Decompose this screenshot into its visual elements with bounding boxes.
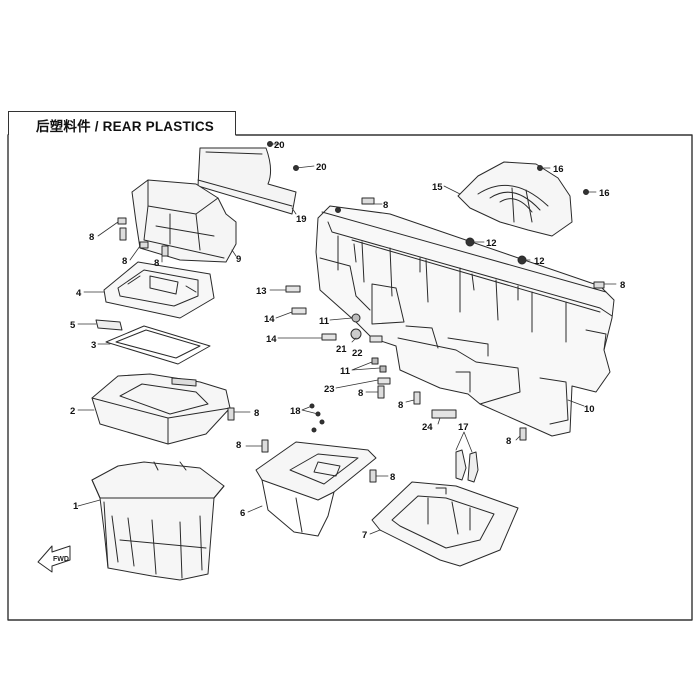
part-6-box <box>255 441 377 537</box>
part-3-gasket <box>105 325 211 365</box>
callout-12a: 12 <box>486 238 497 249</box>
callout-8e: 8 <box>620 280 625 291</box>
part-9-housing <box>131 179 237 263</box>
callout-8a: 8 <box>89 232 94 243</box>
callout-8k: 8 <box>506 436 511 447</box>
callout-17: 17 <box>458 422 469 433</box>
callout-14a: 14 <box>264 314 275 325</box>
part-17-clips <box>455 449 479 483</box>
callout-18: 18 <box>290 406 301 417</box>
callout-5: 5 <box>70 320 76 331</box>
callout-9: 9 <box>236 254 241 265</box>
callout-21: 21 <box>336 344 347 355</box>
callout-22: 22 <box>352 348 363 359</box>
callout-24: 24 <box>422 422 433 433</box>
callout-8d: 8 <box>383 200 388 211</box>
part-2-tub <box>91 373 231 445</box>
title-box <box>8 111 236 135</box>
callout-6: 6 <box>240 508 245 519</box>
page-title: 后塑料件 / REAR PLASTICS <box>36 119 215 134</box>
part-10-panel <box>315 205 615 437</box>
callout-10: 10 <box>584 404 595 415</box>
part-7-tray <box>371 481 519 567</box>
callout-8h: 8 <box>390 472 395 483</box>
hardware-parts <box>117 141 605 483</box>
callout-8f: 8 <box>254 408 259 419</box>
callout-12b: 12 <box>534 256 545 267</box>
part-5-strip <box>95 319 123 331</box>
callout-14b: 14 <box>266 334 277 345</box>
callout-8i: 8 <box>358 388 363 399</box>
fwd-arrow-icon <box>37 545 71 573</box>
callout-16b: 16 <box>599 188 610 199</box>
callout-20b: 20 <box>316 162 327 173</box>
callout-16a: 16 <box>553 164 564 175</box>
callout-2: 2 <box>70 406 75 417</box>
part-4-tray <box>103 261 215 319</box>
callout-19: 19 <box>296 214 307 225</box>
callout-8g: 8 <box>236 440 241 451</box>
callout-11a: 11 <box>319 316 330 327</box>
callout-3: 3 <box>91 340 96 351</box>
callout-1: 1 <box>73 501 79 512</box>
part-15-cover <box>457 161 573 237</box>
diagram-border <box>7 134 693 621</box>
callout-7: 7 <box>362 530 367 541</box>
callout-8j: 8 <box>398 400 403 411</box>
callout-8b: 8 <box>122 256 127 267</box>
callout-13: 13 <box>256 286 267 297</box>
callout-4: 4 <box>76 288 82 299</box>
part-1-bin <box>91 461 225 581</box>
fwd-label: FWD <box>53 556 69 563</box>
callout-20a: 20 <box>274 140 285 151</box>
callout-labels: 1 2 3 4 5 6 7 8 8 8 8 8 8 8 8 8 8 8 9 10… <box>70 140 625 541</box>
callout-23: 23 <box>324 384 335 395</box>
part-20-cover <box>197 147 297 215</box>
callout-8c: 8 <box>154 258 159 269</box>
leader-lines <box>77 143 617 535</box>
callout-15: 15 <box>432 182 443 193</box>
callout-11b: 11 <box>340 366 351 377</box>
